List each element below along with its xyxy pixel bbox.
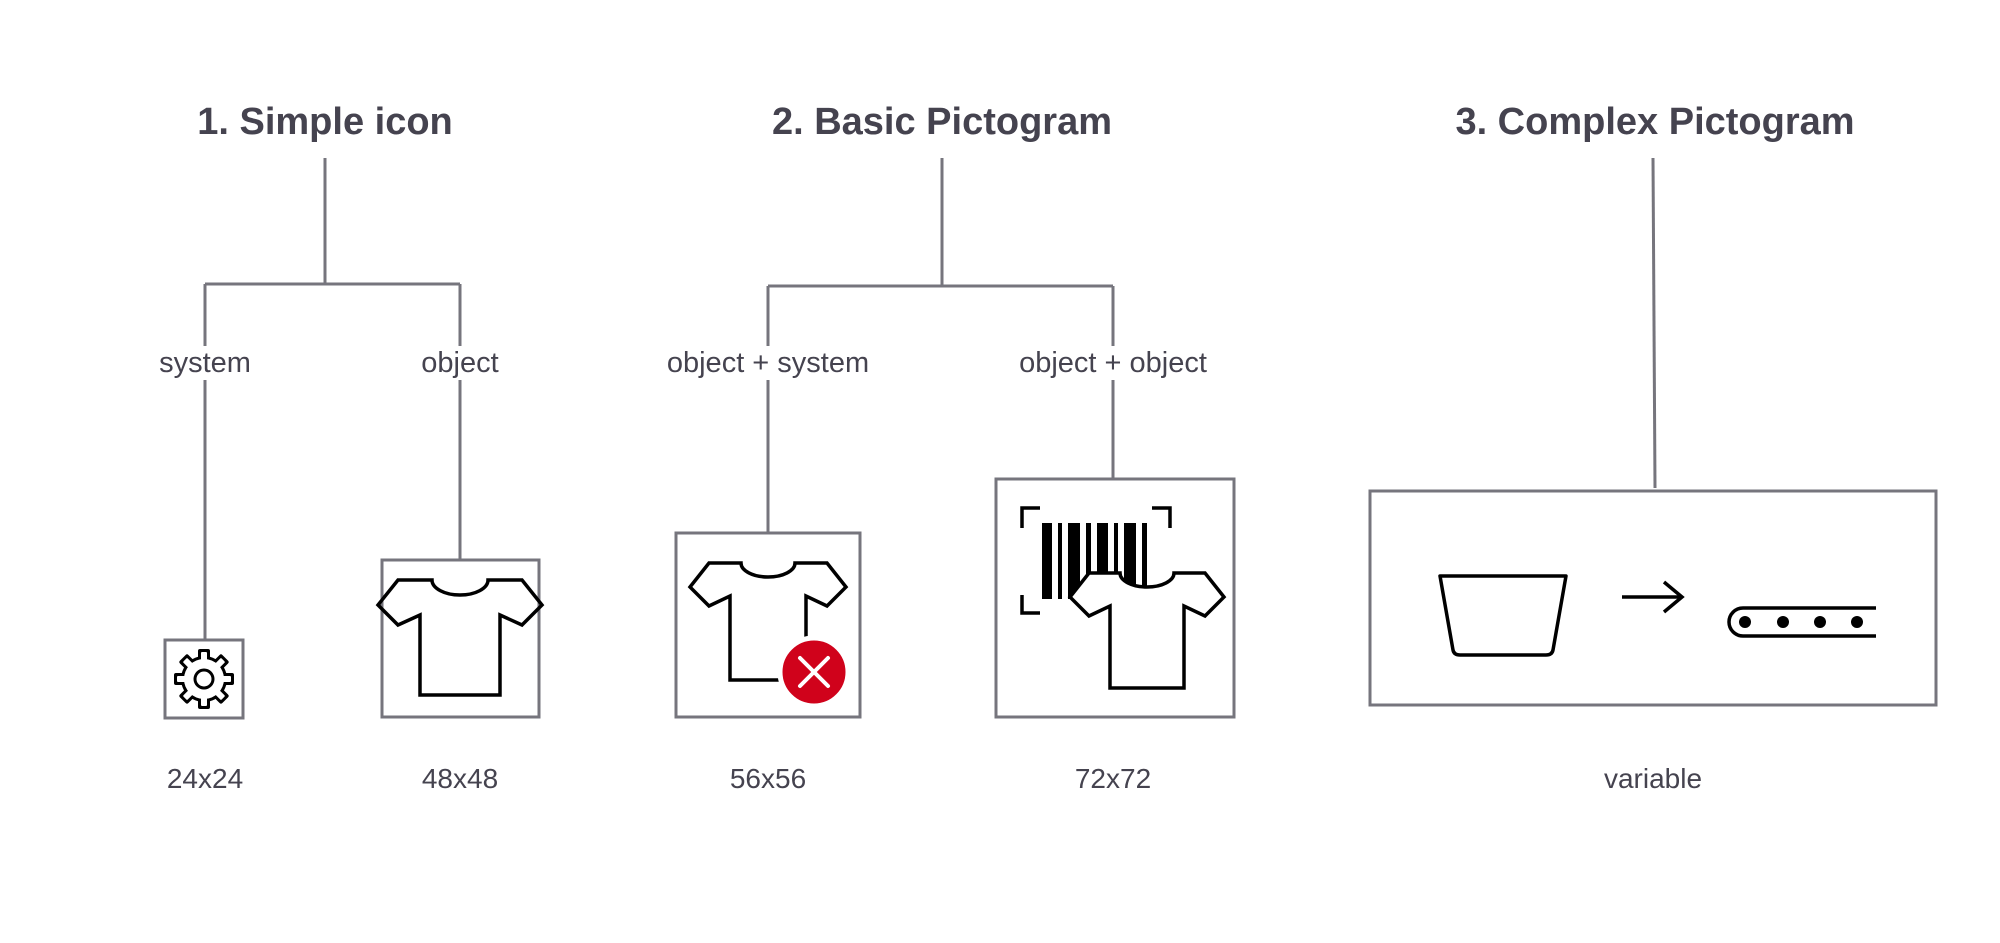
branch-label-system: system: [154, 346, 256, 380]
tshirt-with-error-icon: [687, 561, 851, 709]
size-label-72: 72x72: [1074, 763, 1152, 794]
connector-lines: [203, 157, 1657, 640]
gear-icon: [174, 649, 234, 709]
size-label-56: 56x56: [729, 763, 807, 794]
arrow-right-icon: [1622, 580, 1685, 614]
barcode-icon: [1042, 523, 1147, 599]
tshirt-icon: [375, 578, 545, 697]
heading-basic-pictogram: 2. Basic Pictogram: [771, 101, 1113, 143]
basket-to-conveyor-icon: [1438, 574, 1876, 657]
branch-label-object-system: object + system: [661, 346, 875, 380]
frame-48: [380, 558, 541, 719]
branch-label-object-object: object + object: [1014, 346, 1212, 380]
scan-bracket-icon: [1020, 506, 1172, 615]
heading-simple-icon: 1. Simple icon: [197, 101, 453, 143]
icon-frames: [163, 477, 1938, 720]
heading-complex-pictogram: 3. Complex Pictogram: [1455, 101, 1855, 143]
size-label-variable: variable: [1603, 763, 1703, 794]
close-icon: [798, 656, 830, 688]
size-label-48: 48x48: [421, 763, 499, 794]
frame-24: [163, 638, 245, 720]
frame-variable: [1368, 489, 1938, 707]
branch-label-object: object: [416, 346, 504, 380]
basket-icon: [1438, 574, 1568, 657]
tshirt-icon: [1067, 571, 1227, 690]
barcode-scan-tshirt-icon: [1020, 506, 1227, 690]
frame-56: [674, 531, 862, 719]
frame-72: [994, 477, 1236, 719]
size-label-24: 24x24: [166, 763, 244, 794]
conveyor-belt-icon: [1727, 606, 1876, 638]
